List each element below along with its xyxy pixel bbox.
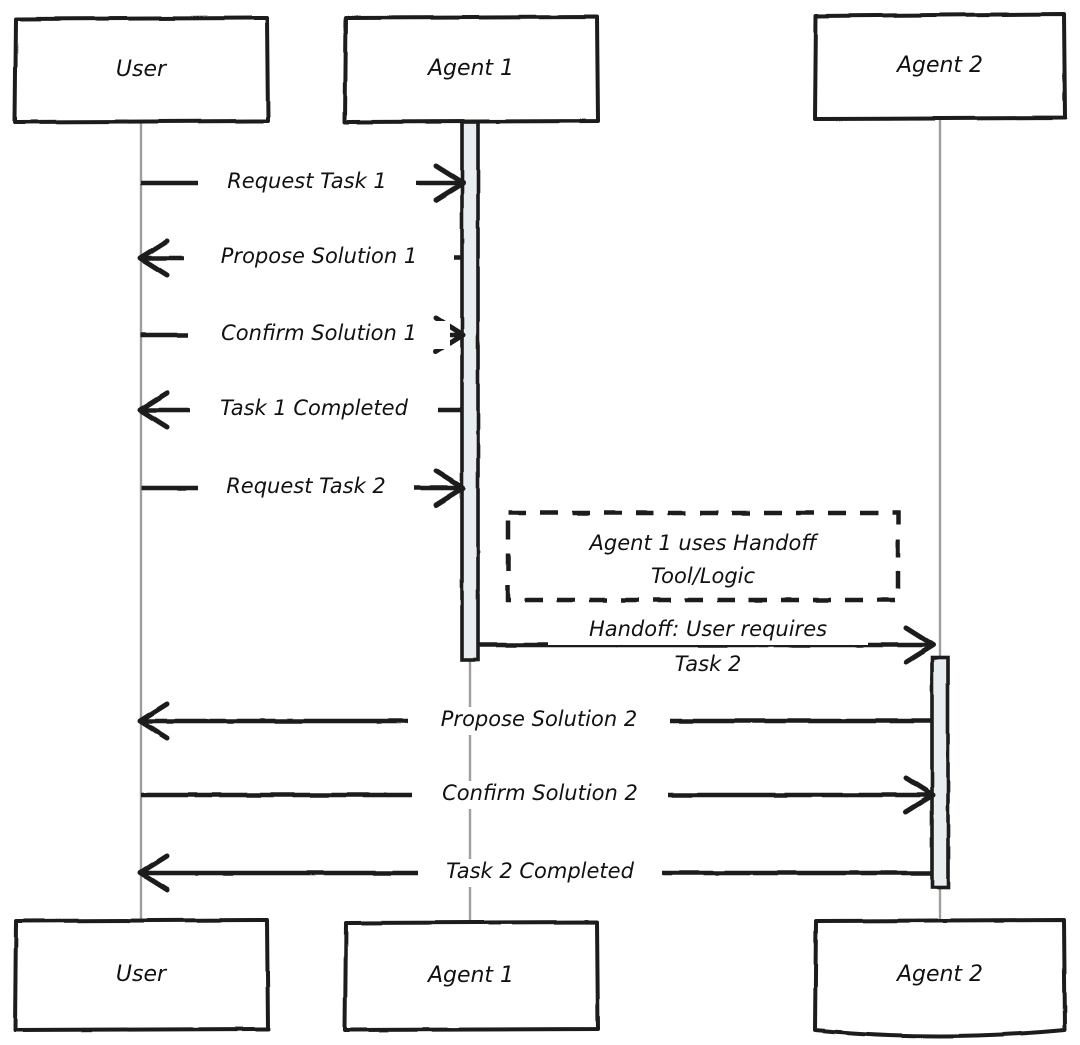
label-bg-3 (188, 321, 450, 349)
label-bg-6a (548, 617, 868, 645)
actor-label-bottom-user: User (116, 962, 168, 987)
actor-label-top-user: User (116, 57, 168, 82)
activation-bar-agent2 (930, 656, 950, 889)
message-label-3: Confirm Solution 1 (221, 321, 417, 345)
actor-box-bottom-agent2 (813, 918, 1067, 1038)
label-bg-2 (184, 244, 454, 272)
message-arrowhead-9 (137, 853, 170, 893)
actor-label-top-agent1: Agent 1 (426, 56, 514, 81)
message-arrowhead-7 (137, 701, 170, 741)
message-label-9: Task 2 Completed (446, 859, 635, 883)
message-label-6-line2: Task 2 (675, 652, 742, 676)
label-bg-5 (198, 474, 414, 502)
actor-label-top-agent2: Agent 2 (895, 53, 983, 78)
actor-labels-bottom: User Agent 1 Agent 2 (116, 962, 983, 988)
actor-boxes-top (13, 12, 1067, 124)
activation-bar-agent1 (460, 120, 480, 662)
label-bg-1 (198, 169, 416, 197)
label-bg-4 (190, 396, 438, 424)
message-label-2: Propose Solution 1 (221, 244, 417, 268)
handoff-note-text: Agent 1 uses Handoff Tool/Logic (588, 531, 820, 588)
handoff-note-line1: Agent 1 uses Handoff (588, 531, 820, 555)
handoff-note-box (505, 510, 901, 603)
message-arrowhead-6 (903, 625, 936, 665)
message-label-8: Confirm Solution 2 (442, 781, 638, 805)
message-arrowhead-8 (903, 775, 936, 815)
message-arrowhead-5 (433, 468, 466, 508)
message-arrowhead-2 (137, 238, 170, 278)
message-arrowhead-4 (137, 390, 170, 430)
handoff-note (505, 510, 901, 603)
message-label-7: Propose Solution 2 (441, 707, 637, 731)
label-bg-7 (408, 707, 670, 735)
message-arrowhead-1 (433, 163, 466, 203)
actor-box-bottom-user (13, 918, 270, 1032)
actor-label-bottom-agent1: Agent 1 (426, 963, 514, 988)
actor-boxes-bottom (13, 918, 1067, 1038)
actor-box-top-agent1 (343, 15, 600, 124)
message-labels: Request Task 1 Propose Solution 1 Confir… (220, 169, 827, 883)
message-label-6-line1: Handoff: User requires (589, 617, 827, 641)
actor-box-top-user (13, 16, 270, 124)
message-label-4: Task 1 Completed (220, 396, 409, 420)
message-label-1: Request Task 1 (227, 169, 387, 193)
actor-labels-top: User Agent 1 Agent 2 (116, 53, 983, 82)
actor-box-top-agent2 (813, 12, 1067, 121)
label-bg-9 (418, 859, 662, 887)
actor-box-bottom-agent1 (343, 920, 600, 1032)
actor-label-bottom-agent2: Agent 2 (895, 962, 983, 987)
message-label-backgrounds (184, 169, 868, 887)
label-bg-6b (660, 651, 780, 681)
activation-bars (460, 120, 950, 889)
handoff-note-line2: Tool/Logic (651, 564, 756, 588)
message-label-5: Request Task 2 (226, 474, 386, 498)
label-bg-8 (412, 781, 668, 809)
